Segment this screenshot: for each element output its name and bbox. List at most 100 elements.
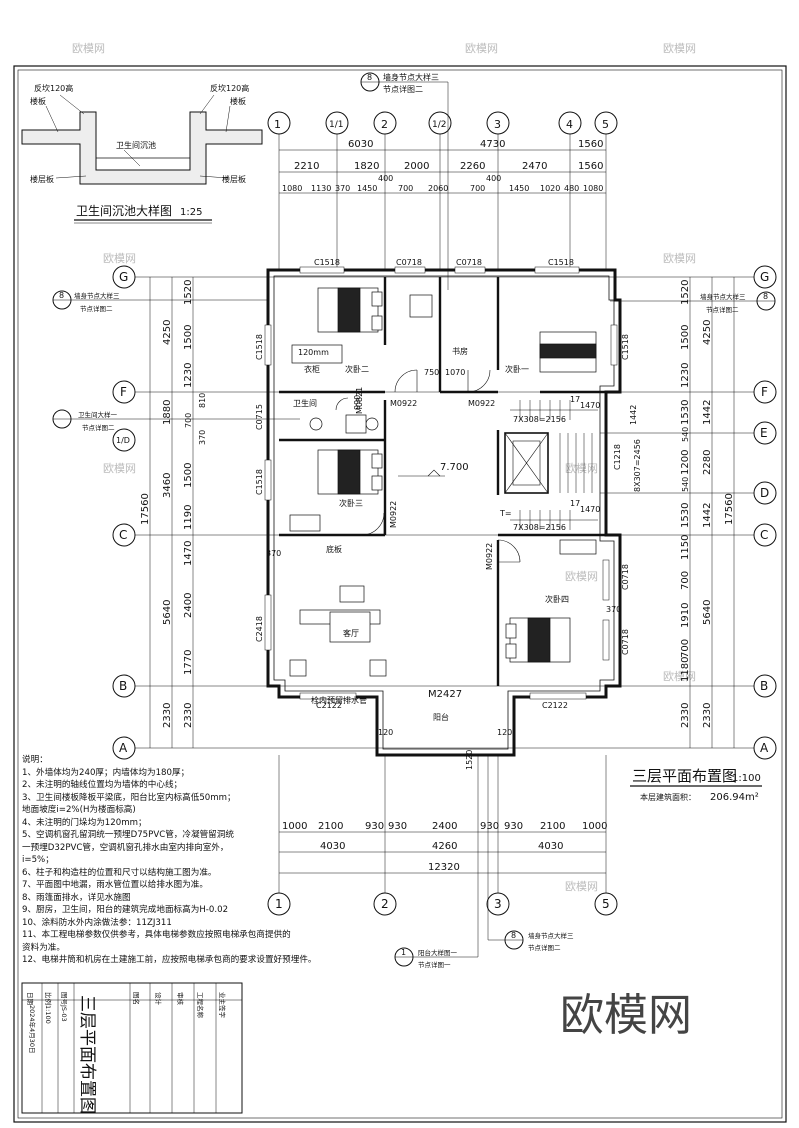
windows bbox=[264, 266, 618, 700]
tb-field: 业主签字 bbox=[218, 992, 227, 1019]
tb-value: 2024年4月30日 bbox=[28, 1005, 37, 1053]
note-label: 120 bbox=[497, 728, 512, 737]
dim: 700 bbox=[184, 413, 193, 428]
dim: 4030 bbox=[538, 841, 563, 852]
plan-title-block: 三层平面布置图 1:100 本层建筑面积： 206.94m² bbox=[630, 767, 762, 803]
note-label: 1520 bbox=[465, 750, 474, 770]
dim: 1200 bbox=[680, 450, 691, 475]
window-label: C2122 bbox=[316, 701, 342, 710]
svg-text:欧模网: 欧模网 bbox=[663, 252, 696, 265]
dim: 4260 bbox=[432, 841, 457, 852]
dim: 700 bbox=[680, 639, 691, 658]
tb-sheet-title: 三层平面布置图 bbox=[77, 995, 97, 1114]
detail-title: 卫生间沉池大样图 bbox=[76, 203, 172, 218]
dim: 400 bbox=[486, 174, 501, 183]
room-label: 卫生间 bbox=[293, 398, 317, 408]
note-item: 6、柱子和构造柱的位置和尺寸以结构施工图为准。 bbox=[22, 867, 217, 878]
section-marker-top: 8 墙身节点大样三 节点详图二 bbox=[360, 72, 449, 290]
dim: 2330 bbox=[680, 703, 691, 728]
room-label: 次卧二 bbox=[345, 364, 369, 374]
note-label: 1470 bbox=[580, 401, 600, 410]
axis-label: 1/D bbox=[116, 436, 130, 445]
marker-label: 节点详图二 bbox=[82, 423, 115, 432]
dim: 1910 bbox=[680, 603, 691, 628]
watermark-logo: 欧模网 bbox=[560, 990, 692, 1041]
sink-detail: 反坎120高 楼板 反坎120高 楼板 卫生间沉池 楼层板 楼层板 卫生间沉池大… bbox=[21, 83, 263, 224]
axis-label: 1/1 bbox=[329, 120, 343, 130]
marker-label: 节点详图二 bbox=[706, 305, 739, 314]
axis-bubbles-top: 1 1/1 2 1/2 3 4 5 bbox=[267, 111, 618, 270]
note-item: i=5%； bbox=[22, 855, 54, 865]
area-value: 206.94m² bbox=[710, 792, 759, 803]
note-label: 1070 bbox=[445, 368, 465, 377]
dimensions-top: 6030 4730 1560 2210 1820 2000 2260 2470 … bbox=[279, 139, 606, 194]
dim: 2400 bbox=[432, 821, 457, 832]
outer-frame bbox=[13, 65, 787, 1123]
dim: 1770 bbox=[183, 650, 194, 675]
note-label: 370 bbox=[606, 605, 621, 614]
tb-value: JS-03 bbox=[60, 1004, 68, 1022]
dim: 2100 bbox=[540, 821, 565, 832]
dim: 2470 bbox=[522, 161, 547, 172]
axis-label: B bbox=[119, 679, 127, 693]
dim: 1000 bbox=[282, 821, 307, 832]
tb-field: 日期 bbox=[26, 992, 34, 1006]
title-block: 日期 比例 图号 图名 设计 审核 工程名称 业主签字 2024年4月30日 1… bbox=[21, 982, 243, 1114]
dim: 930 bbox=[504, 821, 523, 832]
note-label: 120mm bbox=[298, 348, 329, 357]
dim: 540 bbox=[681, 477, 690, 492]
axis-label: A bbox=[119, 741, 128, 755]
area-label: 本层建筑面积： bbox=[640, 792, 696, 802]
note-item: 地面坡度i=2%(H为楼面标高) bbox=[22, 805, 136, 815]
axis-label: 4 bbox=[566, 118, 573, 131]
axis-label: 5 bbox=[602, 897, 610, 911]
svg-text:欧模网: 欧模网 bbox=[663, 670, 696, 683]
elevator-shaft bbox=[504, 432, 549, 494]
marker-label: 墙身节点大样三 bbox=[528, 931, 574, 940]
misc-labels: 7X308=2156 7X308=2156 8X307=2456 120mm 7… bbox=[266, 348, 642, 770]
svg-text:欧模网: 欧模网 bbox=[103, 252, 136, 265]
marker-label: 节点详图二 bbox=[80, 304, 113, 313]
note-label: 17 bbox=[570, 499, 580, 508]
marker-label: 节点详图二 bbox=[383, 84, 423, 94]
plan-scale: 1:100 bbox=[732, 773, 761, 784]
note-item: 12、电梯井筒和机房在土建施工前，应按照电梯承包商的要求设置好预埋件。 bbox=[22, 955, 317, 965]
note-label: 370 bbox=[266, 549, 281, 558]
svg-text:欧模网: 欧模网 bbox=[103, 462, 136, 475]
window-label: C0718 bbox=[621, 629, 630, 655]
dim: 1560 bbox=[578, 161, 603, 172]
dim: 1530 bbox=[680, 400, 691, 425]
dim: 4250 bbox=[162, 320, 173, 345]
note-item: 资料为准。 bbox=[22, 942, 65, 953]
section-markers-right: 8 墙身节点大样三 节点详图二 bbox=[610, 291, 776, 314]
window-label: C0718 bbox=[396, 258, 422, 267]
svg-text:8: 8 bbox=[763, 292, 768, 301]
axis-label: F bbox=[761, 385, 768, 399]
window-label: C0718 bbox=[621, 564, 630, 590]
dim: 930 bbox=[365, 821, 384, 832]
note-item: 8、雨篷面排水，详见水施图 bbox=[22, 892, 131, 903]
dim: 2330 bbox=[183, 703, 194, 728]
dim: 1080 bbox=[583, 184, 603, 193]
dim: 1880 bbox=[162, 400, 173, 425]
detail-label: 楼板 bbox=[30, 96, 46, 106]
dim: 2210 bbox=[294, 161, 319, 172]
dim: 5640 bbox=[162, 600, 173, 625]
svg-text:欧模网: 欧模网 bbox=[72, 42, 105, 55]
tb-field: 设计 bbox=[154, 992, 163, 1006]
door-labels: M0922 M0922 M0922 M0922 M0821 M2427 bbox=[355, 387, 495, 700]
dim: 2260 bbox=[460, 161, 485, 172]
dim: 5640 bbox=[702, 600, 713, 625]
furniture bbox=[289, 287, 597, 677]
window-label: C1218 bbox=[613, 444, 622, 470]
tb-field: 图号 bbox=[60, 992, 68, 1006]
dim: 2330 bbox=[162, 703, 173, 728]
level-label: 7.700 bbox=[440, 462, 469, 473]
svg-text:欧模网: 欧模网 bbox=[465, 42, 498, 55]
note-label: 1470 bbox=[580, 505, 600, 514]
door-label: M2427 bbox=[428, 689, 462, 700]
axis-label: 3 bbox=[494, 118, 501, 131]
window-label: C0718 bbox=[456, 258, 482, 267]
marker-label: 卫生间大样一 bbox=[78, 410, 118, 419]
